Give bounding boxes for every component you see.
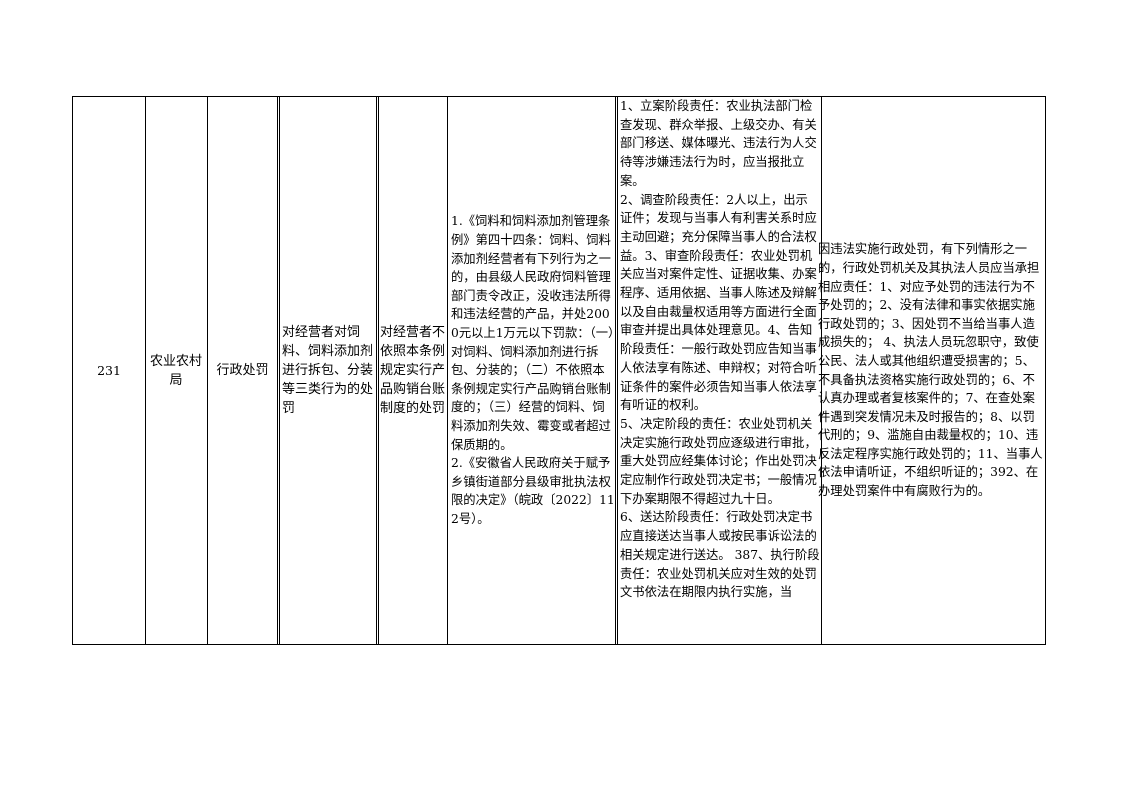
table-bottom-border [72,644,1046,645]
column-border [376,96,377,645]
basis-cell: 1.《饲料和饲料添加剂管理条例》第四十四条：饲料、饲料添加剂经营者有下列行为之一… [451,97,615,644]
responsibility-text: 1、立案阶段责任：农业执法部门检查发现、群众举报、上级交办、有关部门移送、媒体曝… [620,99,820,600]
item-name: 对经营者对饲料、饲料添加剂进行拆包、分装等三类行为的处罚 [282,325,374,416]
column-border [72,96,73,645]
accountability-text: 因违法实施行政处罚，有下列情形之一的，行政处罚机关及其执法人员应当承担相应责任：… [818,242,1043,499]
category-cell: 行政处罚 [208,97,277,644]
accountability-cell: 因违法实施行政处罚，有下列情形之一的，行政处罚机关及其执法人员应当承担相应责任：… [818,97,1044,644]
column-border [207,96,208,645]
column-border [378,96,379,645]
sub-item-cell: 对经营者不依照本条例规定实行产品购销台账制度的处罚 [380,97,445,644]
column-border [615,96,616,645]
column-border [821,96,822,645]
column-border [447,96,448,645]
seq-number: 231 [97,363,121,378]
column-border [277,96,278,645]
department-cell: 农业农村局 [150,97,202,644]
column-border [279,96,280,645]
column-border [617,96,618,645]
category-label: 行政处罚 [216,363,269,378]
table-top-border [72,96,1046,97]
department-name: 农业农村局 [150,353,202,388]
legal-basis-text: 1.《饲料和饲料添加剂管理条例》第四十四条：饲料、饲料添加剂经营者有下列行为之一… [451,214,615,526]
item-name-cell: 对经营者对饲料、饲料添加剂进行拆包、分装等三类行为的处罚 [282,97,374,644]
column-border [1045,96,1046,645]
seq-cell: 231 [73,97,145,644]
responsibility-cell: 1、立案阶段责任：农业执法部门检查发现、群众举报、上级交办、有关部门移送、媒体曝… [620,97,820,644]
sub-item-name: 对经营者不依照本条例规定实行产品购销台账制度的处罚 [380,325,445,416]
column-border [145,96,146,645]
